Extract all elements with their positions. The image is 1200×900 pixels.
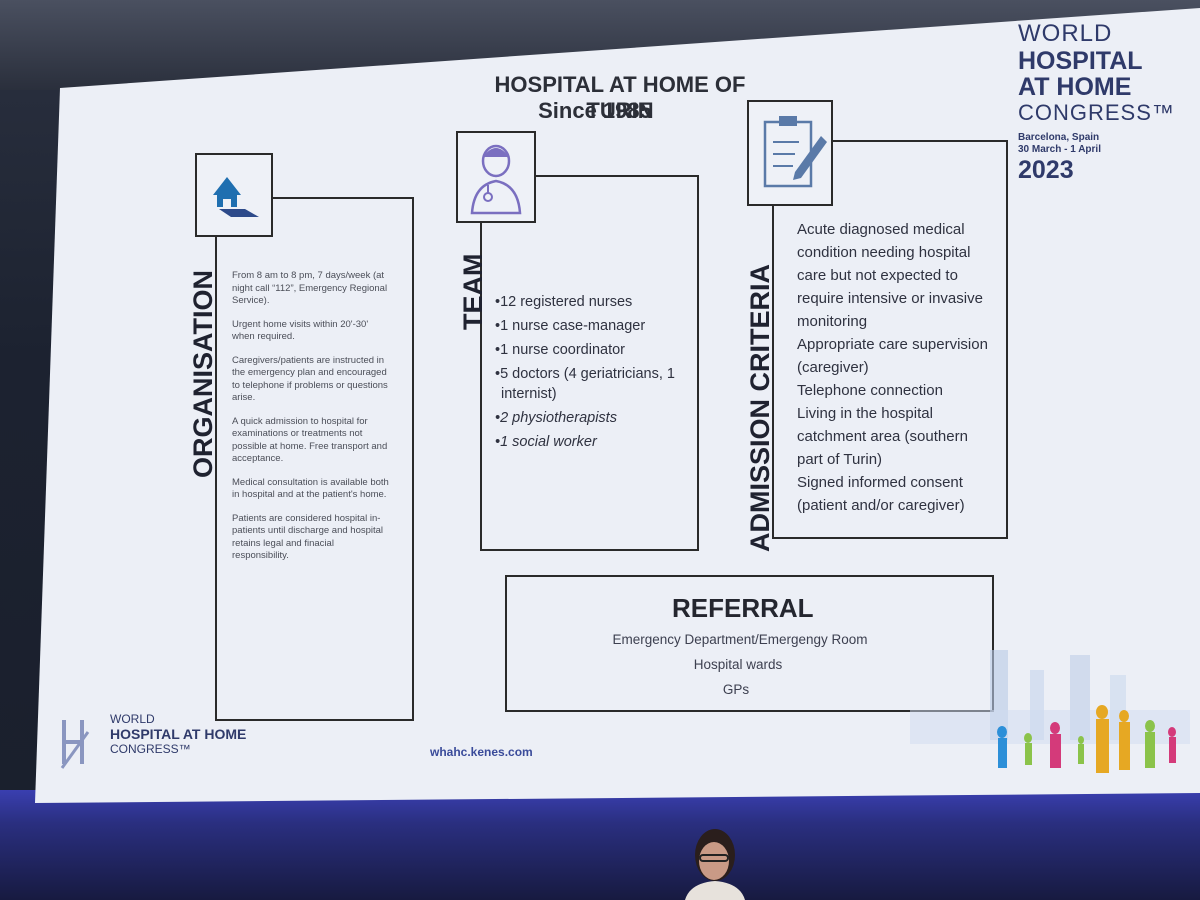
team-panel [480, 175, 699, 551]
organisation-paragraph: Medical consultation is available both i… [232, 476, 389, 501]
organisation-label: ORGANISATION [188, 270, 218, 478]
referral-title: REFERRAL [672, 593, 814, 623]
room-floor [0, 790, 1200, 900]
admission-item: Living in the hospital catchment area (s… [797, 405, 968, 468]
footer-logo-line1: WORLD [110, 712, 155, 726]
referral-line: GPs [722, 682, 750, 697]
referral-line: Hospital wards [693, 657, 783, 672]
team-item: •1 nurse case-manager [495, 318, 646, 334]
admission-item: Signed informed consent (patient and/or … [797, 474, 965, 514]
congress-logo-line3: CONGRESS™ [1018, 100, 1175, 125]
congress-logo: WORLD HOSPITAL AT HOME CONGRESS™ Barcelo… [1018, 20, 1175, 185]
slide-subtitle: Since 1985 [538, 98, 652, 123]
organisation-paragraph: From 8 am to 8 pm, 7 days/week (at night… [232, 270, 388, 306]
team-icon-box [456, 131, 536, 223]
organisation-text: From 8 am to 8 pm, 7 days/week (at night… [232, 270, 392, 574]
home-hand-icon [213, 177, 259, 217]
people-silhouettes [997, 705, 1176, 773]
admission-item: Appropriate care supervision (caregiver) [797, 336, 988, 376]
clipboard-icon [763, 116, 827, 188]
admission-icon-box [747, 100, 833, 206]
organisation-paragraph: Caregivers/patients are instructed in th… [232, 354, 388, 404]
footer-url: whahc.kenes.com [430, 745, 533, 759]
team-item: internist) [501, 386, 557, 402]
admission-item: Acute diagnosed medical condition needin… [797, 221, 983, 330]
team-item: •2 physiotherapists [495, 410, 617, 426]
admission-item: Telephone connection [797, 382, 943, 399]
organisation-paragraph: A quick admission to hospital for examin… [232, 415, 388, 465]
congress-year: 2023 [1018, 156, 1074, 184]
congress-logo-line2a: HOSPITAL [1018, 47, 1143, 75]
team-item: •12 registered nurses [495, 294, 633, 310]
organisation-paragraph: Urgent home visits within 20'-30' when r… [232, 318, 369, 343]
presenter-figure [685, 829, 745, 900]
team-list: •12 registered nurses •1 nurse case-mana… [495, 290, 675, 454]
team-label: TEAM [458, 253, 488, 331]
skyline-illustration [910, 650, 1190, 773]
team-item: •1 social worker [495, 434, 597, 450]
admission-label: ADMISSION CRITERIA [745, 263, 775, 552]
congress-logo-line2b: AT HOME [1018, 73, 1132, 101]
congress-logo-line1: WORLD [1018, 20, 1113, 47]
slide-title: HOSPITAL AT HOME OF TURIN [494, 72, 746, 123]
team-item: •1 nurse coordinator [495, 342, 626, 358]
organisation-paragraph: Patients are considered hospital in-pati… [232, 512, 384, 562]
organisation-icon-box [195, 153, 273, 237]
referral-line: Emergency Department/Emergengy Room [612, 632, 868, 647]
admission-panel [772, 140, 1008, 539]
organisation-panel [215, 197, 414, 721]
doctor-icon [470, 144, 522, 215]
referral-panel [505, 575, 994, 712]
footer-logo-line2: HOSPITAL AT HOME [110, 726, 247, 742]
congress-location: Barcelona, Spain [1018, 132, 1100, 143]
team-item: •5 doctors (4 geriatricians, 1 [495, 366, 675, 382]
footer-logo-line3: CONGRESS™ [110, 742, 191, 756]
admission-list: Acute diagnosed medical condition needin… [797, 218, 992, 517]
congress-dates: 30 March - 1 April [1018, 144, 1101, 155]
whahc-logo-icon [60, 720, 90, 769]
